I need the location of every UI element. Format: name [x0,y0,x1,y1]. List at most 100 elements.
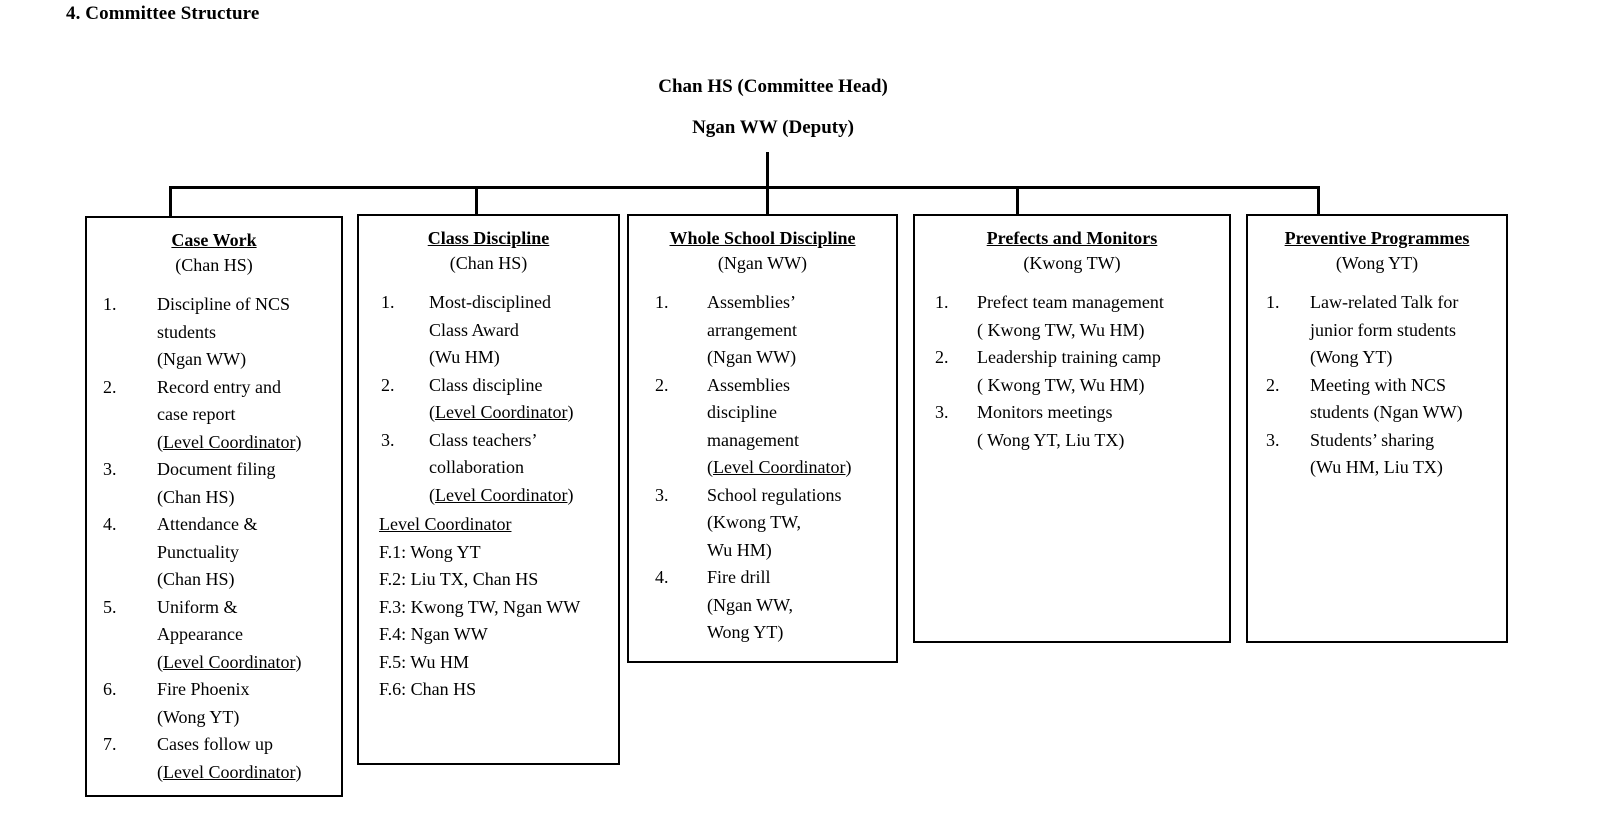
list-item-text: Cases follow up (Level Coordinator) [157,734,302,782]
list-item-number: 6. [103,679,117,699]
box-owner: (Kwong TW) [1023,253,1121,273]
committee-box-case-work: Case Work (Chan HS) 1. Discipline of NCS … [85,216,343,797]
list-item-text: Assemblies discipline management (Level … [707,374,852,478]
list-item: 2. Meeting with NCS students (Ngan WW) [1258,372,1500,427]
committee-box-whole-school-discipline: Whole School Discipline (Ngan WW) 1. Asse… [627,214,898,663]
list-item-number: 2. [935,347,949,367]
list-item-text: Discipline of NCS students (Ngan WW) [157,294,290,369]
list-item: 1. Discipline of NCS students (Ngan WW) [101,291,333,374]
list-item-number: 1. [103,294,117,314]
list-item: 6. Fire Phoenix (Wong YT) [101,676,333,731]
connector-drop-5 [1317,186,1320,216]
list-item: 3. Class teachers’ collaboration (Level C… [373,427,610,510]
list-item: 2. Assemblies discipline management (Leve… [643,372,888,482]
page-title: 4. Committee Structure [66,3,260,24]
list-item-text: Record entry and case report (Level Coor… [157,376,302,452]
list-item: 2. Class discipline (Level Coordinator) [373,372,610,427]
list-item: 5.Uniform & Appearance (Level Coordinato… [101,594,333,677]
box-item-list: 1.Discipline of NCS students (Ngan WW)2.… [87,291,341,786]
level-coordinator-line: F.5: Wu HM [379,651,470,672]
list-item-text: Students’ sharing (Wu HM, Liu TX) [1310,429,1443,478]
connector-drop-3 [766,186,769,216]
list-item-number: 2. [103,376,117,397]
list-item: 3. Monitors meetings ( Wong YT, Liu TX) [925,399,1223,454]
level-coordinator-ref: Level Coordinator [713,457,846,477]
box-title: Class Discipline [427,228,550,248]
list-item-number: 2. [381,374,395,395]
list-item: 1. Law-related Talk for junior form stude… [1258,289,1500,372]
list-item-text: Monitors meetings ( Wong YT, Liu TX) [977,402,1125,450]
list-item-number: 7. [103,734,117,754]
list-item: 1. Most-disciplined Class Award (Wu HM) [373,289,610,372]
level-coordinator-title: Level Coordinator [379,514,512,534]
list-item-text: Class teachers’ collaboration (Level Coo… [429,429,574,505]
list-item: 2. Record entry and case report (Level Co… [101,374,333,457]
level-coordinator-line: F.6: Chan HS [379,679,477,699]
connector-horizontal-bus [169,186,1320,189]
list-item-number: 3. [381,429,395,450]
list-item-text: Most-disciplined Class Award (Wu HM) [429,292,551,367]
list-item-text: Leadership training camp ( Kwong TW, Wu … [977,347,1161,395]
committee-box-preventive-programmes: Preventive Programmes (Wong YT) 1. Law-re… [1246,214,1508,643]
list-item-text: Class discipline (Level Coordinator) [429,374,574,423]
box-title: Preventive Programmes [1284,228,1470,248]
connector-drop-4 [1016,186,1019,216]
list-item-text: Meeting with NCS students (Ngan WW) [1310,374,1463,423]
box-owner: (Chan HS) [175,255,253,275]
list-item-text: Assemblies’ arrangement (Ngan WW) [707,292,797,367]
list-item-text: Law-related Talk for junior form student… [1310,292,1459,367]
list-item-text: Attendance & Punctuality (Chan HS) [157,514,258,589]
box-item-list: 1.Most-disciplined Class Award (Wu HM)2.… [359,289,618,509]
list-item-text: Uniform & Appearance (Level Coordinator) [157,596,302,672]
list-item: 4. Fire drill (Ngan WW, Wong YT) [643,564,888,647]
list-item-text: Fire Phoenix (Wong YT) [157,679,250,727]
list-item-number: 4. [655,567,669,587]
box-item-list: 1. Law-related Talk for junior form stude… [1248,289,1506,482]
committee-head-block: Chan HS (Committee Head) Ngan WW (Deputy… [0,66,1546,148]
level-coordinator-line: F.3: Kwong TW, Ngan WW [379,596,581,617]
box-item-list: 1. Assemblies’ arrangement (Ngan WW) 2. Ass… [629,289,896,647]
level-coordinator-line: F.2: Liu TX, Chan HS [379,569,539,589]
list-item-text: Fire drill (Ngan WW, Wong YT) [707,567,793,642]
committee-box-prefects-and-monitors: Prefects and Monitors (Kwong TW) 1. Prefe… [913,214,1231,643]
level-coordinator-ref: Level Coordinator [163,761,296,782]
list-item: 2. Leadership training camp ( Kwong TW, W… [925,344,1223,399]
connector-stem [766,152,769,196]
list-item-number: 1. [935,292,949,312]
list-item-text: School regulations (Kwong TW, Wu HM) [707,484,842,560]
box-owner: (Wong YT) [1335,253,1419,273]
list-item: 3. Document filing (Chan HS) [101,456,333,511]
list-item-number: 2. [1266,374,1280,395]
list-item: 3. Students’ sharing (Wu HM, Liu TX) [1258,427,1500,482]
box-item-list: 1. Prefect team management ( Kwong TW, Wu… [915,289,1229,454]
connector-drop-1 [169,186,172,216]
list-item-text: Prefect team management ( Kwong TW, Wu H… [977,292,1164,340]
list-item: 1. Assemblies’ arrangement (Ngan WW) [643,289,888,372]
box-owner: (Ngan WW) [717,253,808,273]
list-item-number: 3. [103,459,117,479]
list-item: 4. Attendance & Punctuality (Chan HS) [101,511,333,594]
connector-drop-2 [475,186,478,216]
committee-head-name: Chan HS (Committee Head) [658,76,888,97]
list-item-number: 1. [655,292,669,312]
list-item-number: 2. [655,374,669,395]
list-item: 3.School regulations (Kwong TW, Wu HM) [643,482,888,565]
list-item-number: 3. [935,402,949,422]
committee-deputy-name: Ngan WW (Deputy) [692,117,854,138]
list-item-number: 3. [1266,429,1280,450]
level-coordinator-line: F.4: Ngan WW [379,624,488,644]
list-item-number: 4. [103,514,117,534]
level-coordinator-ref: Level Coordinator [163,431,296,452]
level-coordinator-ref: Level Coordinator [435,484,568,505]
committee-box-class-discipline: Class Discipline (Chan HS) 1. Most-discip… [357,214,620,765]
list-item-number: 1. [1266,292,1280,312]
box-owner: (Chan HS) [449,253,528,273]
list-item-number: 1. [381,292,395,312]
box-title: Case Work [171,230,257,250]
list-item: 7. Cases follow up (Level Coordinator) [101,731,333,786]
list-item-text: Document filing (Chan HS) [157,459,276,507]
box-title: Whole School Discipline [669,228,856,248]
box-title: Prefects and Monitors [986,228,1158,248]
